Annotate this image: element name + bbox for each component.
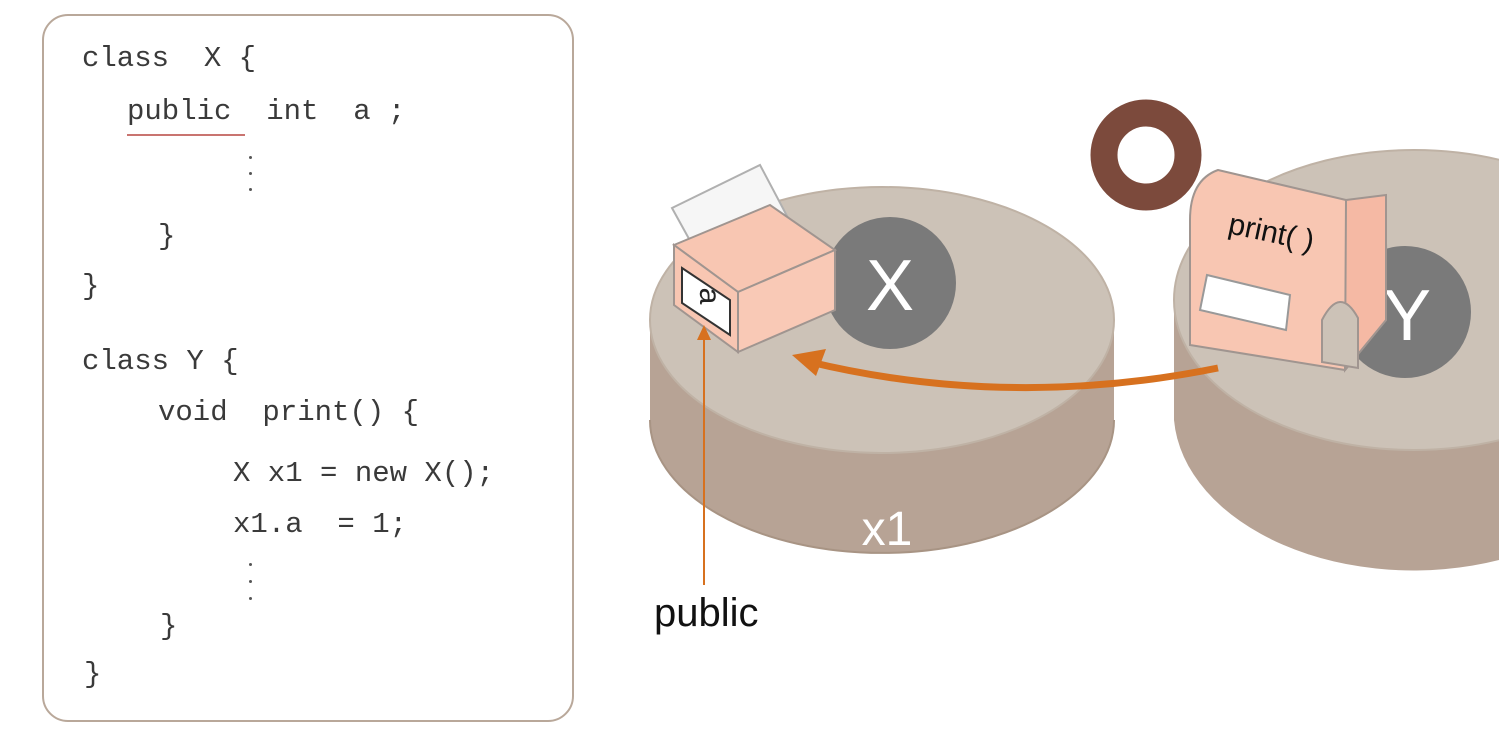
- code-line-close-brace-class-y: }: [84, 658, 102, 691]
- code-line-public-int-a: public int a ;: [127, 95, 406, 128]
- code-line-class-y: class Y {: [82, 345, 239, 378]
- field-a-label: a: [693, 288, 726, 305]
- correct-ring-icon: [1090, 99, 1202, 211]
- public-pointer: [697, 325, 711, 585]
- class-x-label: X: [866, 246, 914, 326]
- instance-x1-label: x1: [862, 503, 913, 556]
- access-modifier-label: public: [654, 591, 759, 635]
- code-line-close-brace-method: }: [160, 610, 178, 643]
- method-print-box: print( ): [1189, 168, 1388, 373]
- code-line-new-x: X x1 = new X();: [233, 457, 495, 490]
- class-x-circle: X: [824, 217, 956, 349]
- code-line-class-x: class X {: [82, 42, 257, 75]
- code-line-close-brace-class-x: }: [82, 270, 100, 303]
- class-y-label: Y: [1383, 276, 1431, 356]
- code-ellipsis-1: [249, 150, 255, 200]
- public-underline: [127, 134, 245, 136]
- code-line-void-print: void print() {: [158, 396, 420, 429]
- field-a-box: a: [670, 163, 838, 354]
- code-line-close-brace-inner-1: }: [158, 220, 176, 253]
- code-ellipsis-2: [249, 555, 255, 610]
- code-line-assign-a: x1.a = 1;: [233, 508, 408, 541]
- code-panel: [42, 14, 574, 722]
- access-arrow: [792, 349, 1219, 392]
